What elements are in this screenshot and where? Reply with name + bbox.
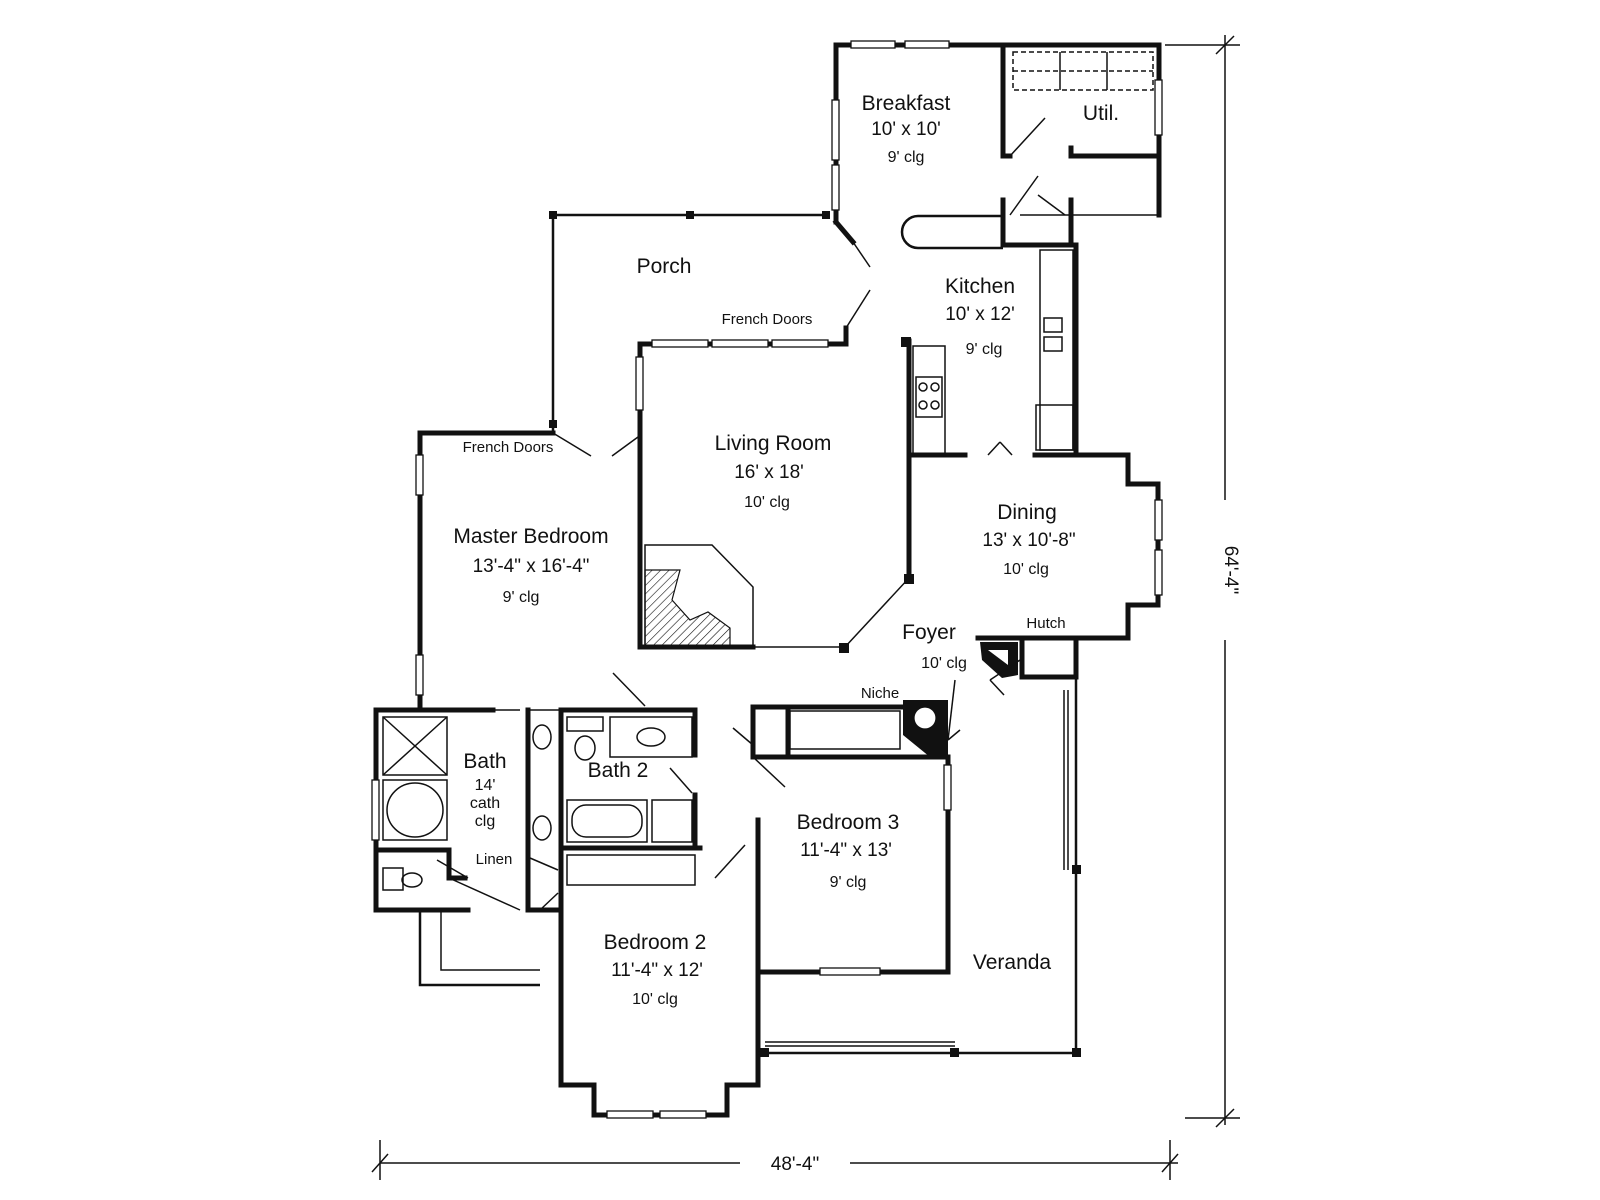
bedroom3-name: Bedroom 3	[797, 811, 900, 834]
dimension-line-width	[371, 1140, 1179, 1180]
bath2-walls	[495, 707, 703, 1088]
washer-dryer	[1012, 51, 1154, 91]
bedroom3-walls	[732, 679, 961, 976]
porch-outline	[549, 211, 830, 432]
overall-width-dimension: 48'-4"	[771, 1154, 819, 1175]
living-room-ceiling: 10' clg	[744, 494, 790, 511]
dimension-line-depth	[1165, 35, 1240, 1128]
bath-line1: 14'	[475, 777, 496, 794]
master-bedroom-walls	[415, 430, 646, 713]
foyer-hutch	[975, 635, 1131, 696]
linen-label: Linen	[476, 851, 513, 868]
veranda-name: Veranda	[973, 951, 1052, 974]
living-room-walls	[611, 339, 914, 653]
kitchen-size: 10' x 12'	[945, 304, 1015, 325]
bath-line3: clg	[475, 813, 495, 830]
bath-name: Bath	[463, 750, 506, 773]
fireplace	[644, 544, 754, 648]
master-bedroom-name: Master Bedroom	[453, 525, 608, 548]
bedroom2-name: Bedroom 2	[604, 931, 707, 954]
foyer-name: Foyer	[902, 621, 956, 644]
dining-ceiling: 10' clg	[1003, 561, 1049, 578]
living-room-name: Living Room	[715, 432, 832, 455]
breakfast-ceiling: 9' clg	[888, 149, 925, 166]
niche	[903, 700, 948, 757]
niche-label: Niche	[861, 685, 899, 702]
french-doors-porch-label: French Doors	[722, 311, 813, 328]
kitchen-counters	[900, 214, 1074, 457]
dining-name: Dining	[997, 501, 1057, 524]
breakfast-name: Breakfast	[862, 92, 951, 115]
master-bath-walls	[371, 707, 564, 987]
master-bedroom-size: 13'-4" x 16'-4"	[473, 556, 590, 577]
living-room-size: 16' x 18'	[734, 462, 804, 483]
porch-name: Porch	[637, 255, 692, 278]
bedroom3-size: 11'-4" x 13'	[800, 840, 892, 861]
kitchen-ceiling: 9' clg	[966, 341, 1003, 358]
bedroom2-ceiling: 10' clg	[632, 991, 678, 1008]
bedroom2-size: 11'-4" x 12'	[611, 960, 703, 981]
bath-line2: cath	[470, 795, 500, 812]
kitchen-walls	[831, 175, 1163, 641]
veranda-outline	[758, 677, 1081, 1057]
overall-depth-dimension: 64'-4"	[1220, 546, 1241, 594]
breakfast-util-walls	[831, 40, 1163, 225]
bedroom3-ceiling: 9' clg	[830, 874, 867, 891]
bedroom2-walls	[558, 817, 761, 1119]
bath2-name: Bath 2	[588, 759, 649, 782]
french-doors-master-label: French Doors	[463, 439, 554, 456]
dining-size: 13' x 10'-8"	[982, 530, 1075, 551]
util-name: Util.	[1083, 102, 1119, 125]
foyer-ceiling: 10' clg	[921, 655, 967, 672]
breakfast-size: 10' x 10'	[871, 119, 941, 140]
kitchen-name: Kitchen	[945, 275, 1015, 298]
hutch-label: Hutch	[1026, 615, 1065, 632]
master-bedroom-ceiling: 9' clg	[503, 589, 540, 606]
